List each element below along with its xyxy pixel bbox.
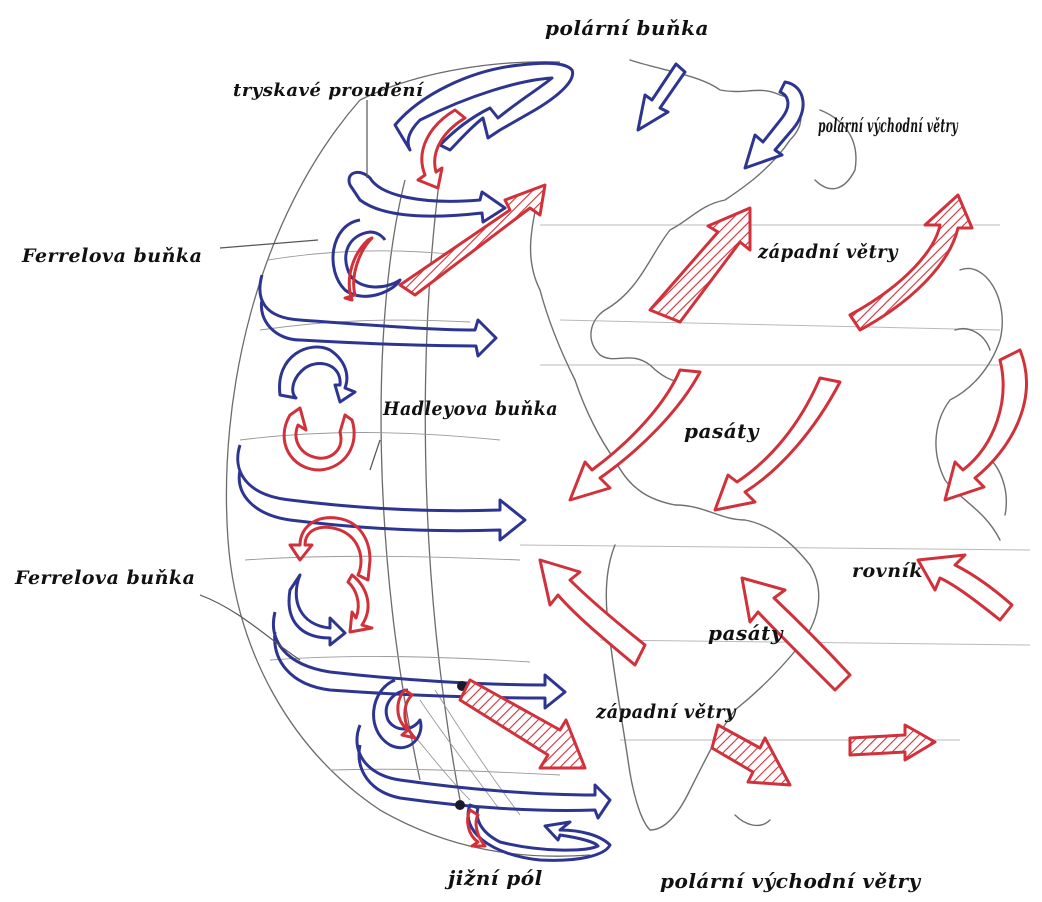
- label-polar-easterlies-north: polární východní větry: [818, 115, 959, 137]
- hadley-north-loop: [280, 347, 355, 402]
- label-polar-easterlies-south: polární východní větry: [660, 869, 922, 893]
- blue-polar-arrows: [638, 64, 803, 168]
- westerly-south-1: [460, 680, 585, 768]
- jet-stream-arrow: [349, 172, 505, 222]
- polar-easterly-arrow-1: [638, 64, 685, 130]
- south-pole-loop: [468, 805, 610, 860]
- ferrel-south-red: [348, 575, 372, 632]
- hadley-north-red: [284, 408, 354, 470]
- westerly-south-2: [712, 725, 790, 785]
- hadley-south-red: [290, 518, 370, 580]
- label-jet-stream: tryskavé proudění: [233, 80, 425, 101]
- label-south-pole: jižní pól: [444, 866, 543, 890]
- north-america-west-coast: [531, 190, 675, 505]
- polar-cell-arrow: [395, 63, 573, 150]
- westerly-south-3: [850, 725, 935, 760]
- label-ferrel-north: Ferrelova buňka: [21, 245, 202, 267]
- label-polar-cell: polární buňka: [545, 16, 709, 40]
- label-polar-easterlies-north-text: polární východní větry: [818, 115, 959, 137]
- label-trade-winds-north: pasáty: [684, 419, 760, 443]
- label-westerlies-south: západní větry: [595, 701, 737, 723]
- trade-wind-arrow-4: [540, 560, 645, 665]
- south-tip-coast: [735, 815, 770, 825]
- trade-wind-arrow-2: [715, 378, 840, 510]
- polar-cell-red: [418, 110, 465, 188]
- red-circulation: [284, 110, 485, 846]
- hadley-south-loop: [289, 575, 345, 645]
- polar-easterly-arrow-2: [745, 82, 803, 168]
- north-america-coast: [591, 60, 801, 382]
- labels: polární buňka tryskavé proudění polární …: [14, 16, 959, 893]
- label-equator: rovník: [852, 560, 923, 582]
- equator-arrow: [918, 555, 1012, 620]
- label-westerlies-north: západní větry: [757, 241, 899, 263]
- trade-wind-arrow-3: [945, 350, 1026, 500]
- label-hadley-cell: Hadleyova buňka: [382, 398, 558, 420]
- label-ferrel-south: Ferrelova buňka: [14, 567, 195, 589]
- label-trade-winds-south: pasáty: [708, 621, 784, 645]
- red-wind-arrows: [400, 185, 1026, 785]
- trade-wind-arrow-1: [570, 370, 700, 500]
